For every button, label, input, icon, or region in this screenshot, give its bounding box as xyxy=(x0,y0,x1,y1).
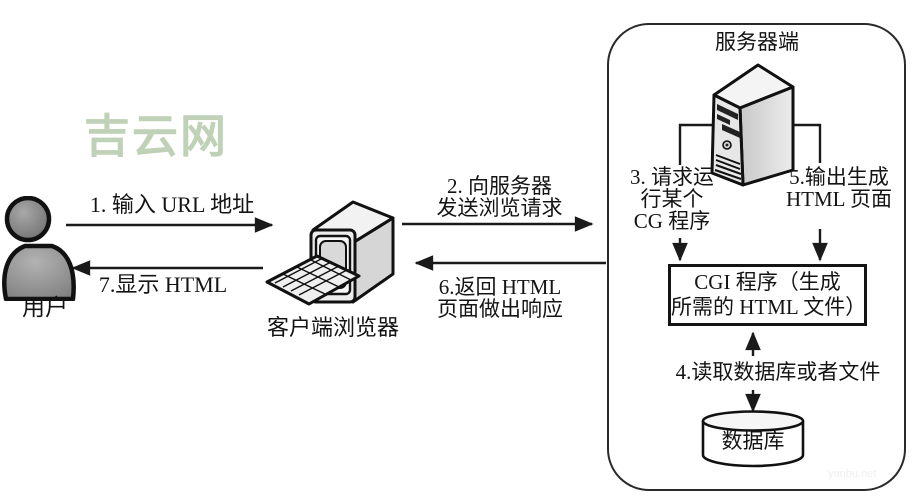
cgi-box-line1: CGI 程序（生成 xyxy=(694,270,841,294)
user-label: 用户 xyxy=(22,295,68,320)
database-cylinder-icon xyxy=(701,410,805,468)
server-tower-icon xyxy=(710,63,795,187)
step2-line1: 2. 向服务器 xyxy=(447,174,552,198)
client-label: 客户端浏览器 xyxy=(266,315,399,340)
step5-line1: 5.输出生成 xyxy=(789,165,889,189)
client-computer-icon xyxy=(265,200,395,306)
step1-label: 1. 输入 URL 地址 xyxy=(89,192,255,217)
step5-line2: HTML 页面 xyxy=(786,187,892,211)
step5-label: 5.输出生成 HTML 页面 xyxy=(772,166,906,210)
step2-label: 2. 向服务器 发送浏览请求 xyxy=(402,175,597,219)
step6-line2: 页面做出响应 xyxy=(437,297,563,321)
step4-label: 4.读取数据库或者文件 xyxy=(658,361,898,383)
cgi-box-line2: 所需的 HTML 文件） xyxy=(671,295,867,319)
step6-line1: 6.返回 HTML xyxy=(438,275,562,299)
step2-line2: 发送浏览请求 xyxy=(436,196,563,220)
user-person-icon xyxy=(2,196,76,301)
step7-label: 7.显示 HTML xyxy=(98,272,228,297)
server-panel xyxy=(607,23,906,491)
step3-label: 3. 请求运 行某个 CG 程序 xyxy=(616,166,728,232)
server-panel-title: 服务器端 xyxy=(715,30,799,54)
step6-label: 6.返回 HTML 页面做出响应 xyxy=(400,276,600,320)
step3-line1: 3. 请求运 xyxy=(630,165,714,189)
site-watermark: 吉云网 xyxy=(84,109,228,163)
step3-line3: CG 程序 xyxy=(633,209,711,233)
bracket-step3 xyxy=(678,123,712,165)
database-label: 数据库 xyxy=(721,429,785,453)
bracket-step5 xyxy=(791,123,822,163)
step3-line2: 行某个 xyxy=(640,187,704,211)
cgi-program-box: CGI 程序（生成 所需的 HTML 文件） xyxy=(668,264,867,326)
